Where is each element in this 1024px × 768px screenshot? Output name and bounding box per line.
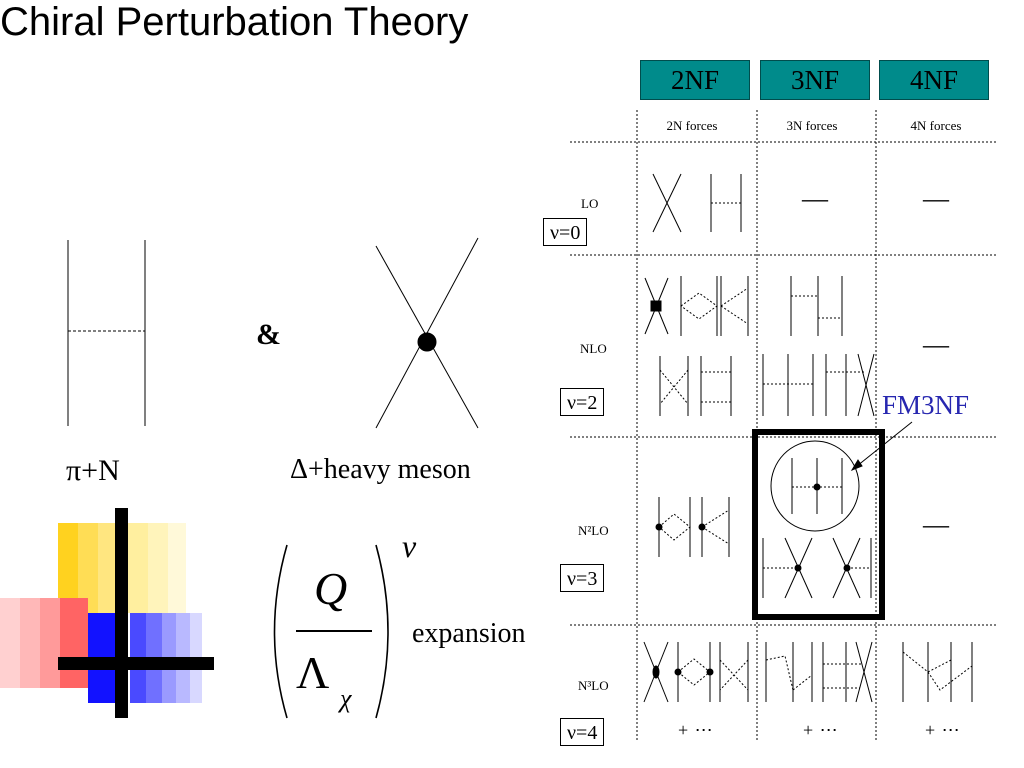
nu-box-2: ν=2 [560,388,605,416]
n3lo-4nf-diagrams [902,642,973,702]
continuation-3nf: + ⋯ [803,720,839,740]
nlo-3nf-diagrams [762,276,875,417]
lo-2nf-diagrams [652,173,742,233]
formula-parentheses [273,544,389,719]
header-4nf: 4NF [879,60,989,100]
fm3nf-label: FM3NF [882,390,970,420]
pi-n-label: π+N [66,454,120,487]
nu-box-3: ν=3 [560,564,605,592]
formula-subscript: χ [340,684,352,713]
absent-4nf-n2lo: — [923,510,949,539]
formula-denominator: Λ [296,647,330,698]
expansion-word: expansion [412,618,526,649]
nu-box-0: ν=0 [543,218,588,246]
row-label-n2lo: N²LO [578,523,609,538]
continuation-2nf: + ⋯ [678,720,714,740]
absent-3nf-lo: — [802,184,828,213]
n3lo-3nf-diagrams [765,641,873,703]
header-3nf: 3NF [760,60,870,100]
contact-vertex-diagram [375,237,479,429]
formula-numerator: Q [314,563,348,614]
n2lo-2nf-diagrams [655,497,730,557]
formula-exponent: ν [402,528,417,564]
pion-exchange-diagram [67,240,146,426]
row-label-nlo: NLO [580,341,607,356]
slide-title: Chiral Perturbation Theory [0,0,469,44]
n2lo-3nf-diagrams [752,429,885,620]
absent-4nf-lo: — [923,184,949,213]
corner-logo [0,508,214,718]
row-label-n3lo: N³LO [578,678,609,693]
col-label-3n: 3N forces [786,118,838,133]
ampersand: & [256,318,281,351]
table-grid [570,110,997,740]
n3lo-2nf-diagrams [643,641,749,703]
delta-heavy-meson-label: Δ+heavy meson [290,454,471,485]
col-label-4n: 4N forces [910,118,962,133]
col-label-2n: 2N forces [666,118,718,133]
continuation-4nf: + ⋯ [925,720,961,740]
nlo-2nf-diagrams [644,276,749,416]
row-label-lo: LO [581,196,599,211]
header-2nf: 2NF [640,60,750,100]
fm3nf-arrow [850,421,913,472]
nu-box-4: ν=4 [560,718,605,746]
absent-4nf-nlo: — [923,330,949,359]
